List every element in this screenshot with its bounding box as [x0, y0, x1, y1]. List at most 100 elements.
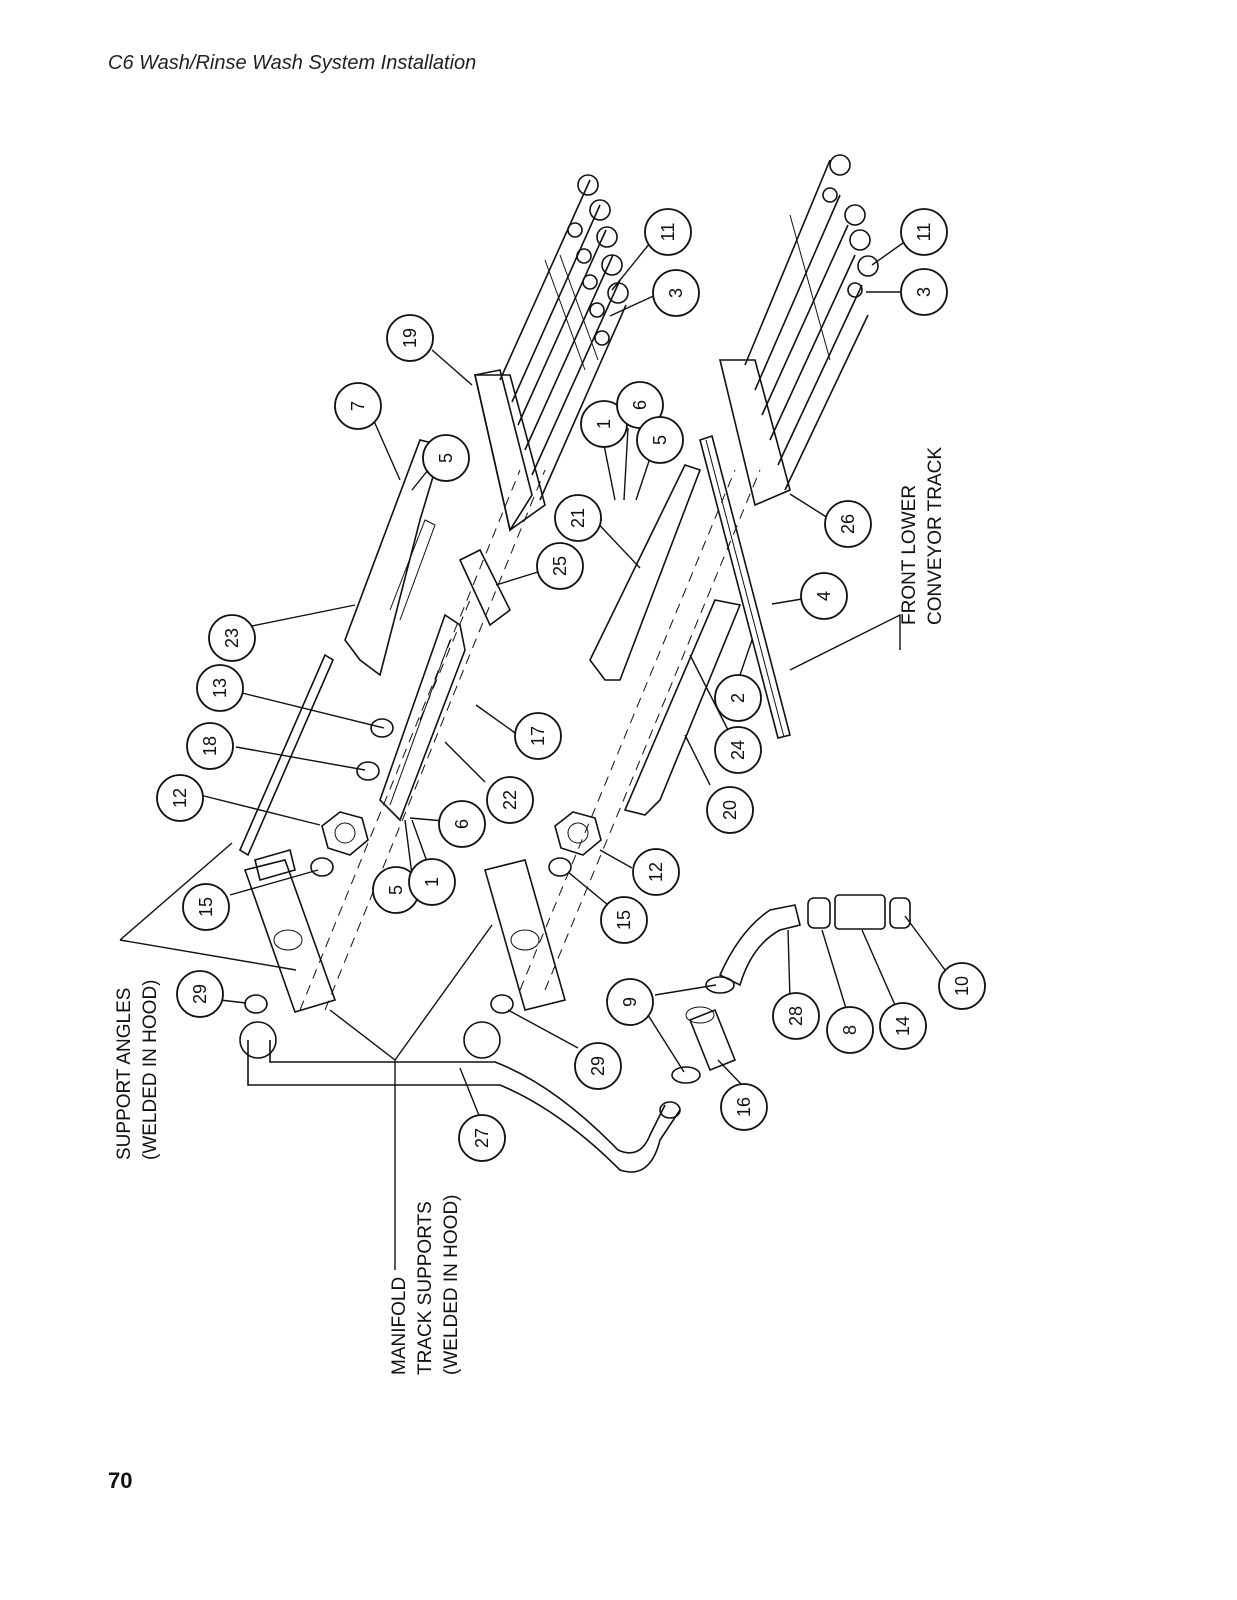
- callout-5c: 5: [372, 866, 420, 914]
- wash-arm-manifold-19: [473, 174, 629, 533]
- callout-7: 7: [334, 382, 382, 430]
- callout-1b: 1: [408, 858, 456, 906]
- callout-21: 21: [554, 494, 602, 542]
- callout-number: 7: [348, 401, 368, 411]
- callout-5b: 5: [636, 416, 684, 464]
- label-line: TRACK SUPPORTS: [415, 1201, 436, 1375]
- callout-number: 23: [222, 628, 242, 648]
- callout-number: 20: [720, 800, 740, 820]
- bracket-25: [458, 548, 512, 627]
- callout-11b: 11: [900, 208, 948, 256]
- callout-9: 9: [606, 978, 654, 1026]
- wash-arm-manifold-26: [718, 154, 879, 507]
- callout-10: 10: [938, 962, 986, 1010]
- label-front-lower-conveyor-track: FRONT LOWER CONVEYOR TRACK: [899, 447, 946, 625]
- callout-27: 27: [458, 1114, 506, 1162]
- callout-8: 8: [826, 1006, 874, 1054]
- callout-29b: 29: [574, 1042, 622, 1090]
- track-support-20: [623, 599, 742, 816]
- callout-number: 8: [840, 1025, 860, 1035]
- callout-22: 22: [486, 776, 534, 824]
- manifold-track-support-right: [484, 859, 566, 1011]
- callout-28: 28: [772, 992, 820, 1040]
- callout-number: 5: [436, 453, 456, 463]
- callout-15a: 15: [182, 883, 230, 931]
- drain-pipe-27: [239, 1021, 681, 1173]
- support-angle-strip: [238, 653, 335, 857]
- callout-number: 21: [568, 508, 588, 528]
- callout-number: 4: [814, 591, 834, 601]
- callout-number: 2: [728, 693, 748, 703]
- callout-2: 2: [714, 674, 762, 722]
- callout-14: 14: [879, 1002, 927, 1050]
- callout-number: 5: [650, 435, 670, 445]
- label-line: SUPPORT ANGLES: [114, 988, 135, 1160]
- callout-number: 29: [190, 984, 210, 1004]
- callout-number: 1: [422, 877, 442, 887]
- callout-number: 9: [620, 997, 640, 1007]
- callout-number: 27: [472, 1128, 492, 1148]
- callout-number: 11: [658, 223, 678, 242]
- callout-number: 3: [666, 288, 686, 298]
- track-support-21: [589, 464, 702, 681]
- hose-16: [685, 1006, 737, 1072]
- gaskets: [244, 718, 572, 1014]
- callout-number: 18: [200, 736, 220, 756]
- callout-25: 25: [536, 542, 584, 590]
- nut-12-left: [321, 811, 369, 856]
- callout-3b: 3: [900, 268, 948, 316]
- page-number: 70: [108, 1468, 133, 1493]
- callout-15b: 15: [600, 896, 648, 944]
- callout-16: 16: [720, 1083, 768, 1131]
- label-manifold-track-supports: MANIFOLD TRACK SUPPORTS (WELDED IN HOOD): [389, 1195, 462, 1376]
- callout-number: 28: [786, 1006, 806, 1026]
- callout-number: 17: [528, 726, 548, 746]
- callout-number: 29: [588, 1056, 608, 1076]
- label-line: MANIFOLD: [389, 1277, 410, 1375]
- callout-number: 12: [170, 788, 190, 808]
- callout-number: 16: [734, 1097, 754, 1117]
- callout-26: 26: [824, 500, 872, 548]
- bracket-23: [344, 439, 441, 677]
- callout-number: 15: [196, 897, 216, 917]
- callout-3a: 3: [652, 269, 700, 317]
- callout-number: 24: [728, 740, 748, 760]
- clamps-9: [671, 976, 735, 1084]
- callout-24: 24: [714, 726, 762, 774]
- callout-number: 19: [400, 328, 420, 348]
- callout-number: 11: [914, 223, 934, 242]
- page-header: C6 Wash/Rinse Wash System Installation: [108, 52, 477, 74]
- callout-number: 12: [646, 862, 666, 882]
- callout-number: 22: [500, 790, 520, 810]
- callout-23: 23: [208, 614, 256, 662]
- nut-12-right: [554, 811, 602, 856]
- callout-11a: 11: [644, 208, 692, 256]
- label-support-angles: SUPPORT ANGLES (WELDED IN HOOD): [114, 980, 161, 1161]
- track-support-22: [379, 613, 466, 822]
- hose-28-and-fittings: [718, 894, 911, 987]
- callout-number: 13: [210, 678, 230, 698]
- callout-19: 19: [386, 314, 434, 362]
- callout-5a: 5: [422, 434, 470, 482]
- callout-12b: 12: [632, 848, 680, 896]
- callout-number: 14: [893, 1016, 913, 1036]
- callout-12a: 12: [156, 774, 204, 822]
- label-line: CONVEYOR TRACK: [925, 447, 946, 625]
- label-line: FRONT LOWER: [899, 485, 920, 625]
- callout-number: 1: [594, 419, 614, 429]
- label-line: (WELDED IN HOOD): [140, 980, 161, 1161]
- callout-17: 17: [514, 712, 562, 760]
- manifold-track-support-left: [243, 849, 337, 1013]
- front-lower-conveyor-track: [699, 434, 791, 739]
- label-line: (WELDED IN HOOD): [441, 1195, 462, 1376]
- callout-18: 18: [186, 722, 234, 770]
- callout-number: 5: [386, 885, 406, 895]
- callout-number: 6: [452, 819, 472, 829]
- callout-number: 3: [914, 287, 934, 297]
- callout-4: 4: [800, 572, 848, 620]
- callout-number: 10: [952, 976, 972, 996]
- callout-number: 25: [550, 556, 570, 576]
- callout-6b: 6: [438, 800, 486, 848]
- leader-lines: [119, 237, 946, 1270]
